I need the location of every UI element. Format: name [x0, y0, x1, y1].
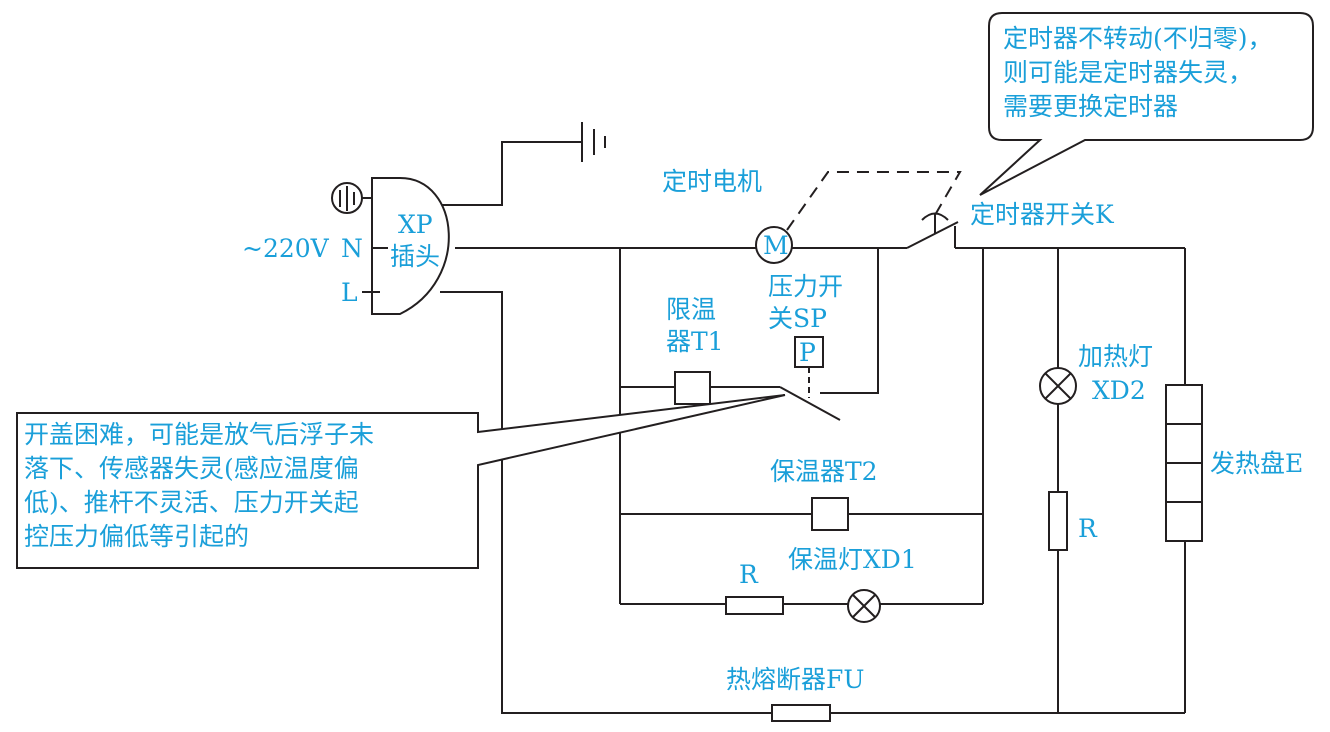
plug-xp [362, 177, 450, 315]
motor-icon [755, 226, 793, 264]
heat-lamp-label-1: 加热灯 [1078, 342, 1153, 371]
plug-label: XP [398, 210, 433, 239]
terminal-l-label: L [341, 278, 358, 307]
thermostat-t1-label-2: 器T1 [666, 327, 724, 356]
plug-name-label: 插头 [390, 242, 440, 271]
pressure-symbol: P [799, 338, 816, 367]
timer-switch-label: 定时器开关K [970, 200, 1115, 229]
thermostat-t1 [674, 371, 711, 405]
thermostat-t1-label-1: 限温 [666, 295, 716, 324]
resistor-right [1048, 491, 1068, 551]
lid-callout-box [16, 394, 786, 569]
timer-switch-k [906, 212, 959, 249]
pressure-sensor-box [794, 336, 824, 368]
motor-symbol: M [763, 231, 789, 260]
terminal-n-label: N [341, 234, 363, 263]
earth-terminal-icon [331, 182, 372, 214]
timer-callout-bubble [979, 12, 1314, 196]
lid-callout-text: 开盖困难，可能是放气后浮子未 落下、传感器失灵(感应温度偏 低)、推杆不灵活、压… [24, 420, 375, 551]
timer-callout-text: 定时器不转动(不归零)， 则可能是定时器失灵， 需要更换定时器 [1003, 24, 1273, 121]
timer-motor-label: 定时电机 [662, 167, 762, 196]
pressure-switch-label-2: 关SP [768, 304, 827, 333]
thermostat-t2-label: 保温器T2 [770, 457, 878, 486]
keep-warm-lamp-icon [847, 589, 881, 623]
resistor-bottom [725, 596, 784, 615]
keep-warm-lamp-label: 保温灯XD1 [788, 545, 917, 574]
resistor-right-label: R [1078, 514, 1098, 543]
heat-lamp-label-2: XD2 [1092, 376, 1146, 405]
mechanical-link [786, 171, 962, 231]
fuse-label: 热熔断器FU [726, 665, 864, 694]
pressure-switch-label-1: 压力开 [768, 272, 843, 301]
fuse [771, 704, 831, 722]
thermostat-t2 [811, 497, 849, 531]
voltage-label: ~220V [242, 234, 330, 263]
heating-plate-label: 发热盘E [1210, 449, 1303, 478]
heat-lamp-icon [1039, 367, 1077, 405]
heating-plate [1165, 384, 1203, 542]
resistor-bottom-label: R [739, 560, 759, 589]
ground-icon [581, 122, 606, 162]
